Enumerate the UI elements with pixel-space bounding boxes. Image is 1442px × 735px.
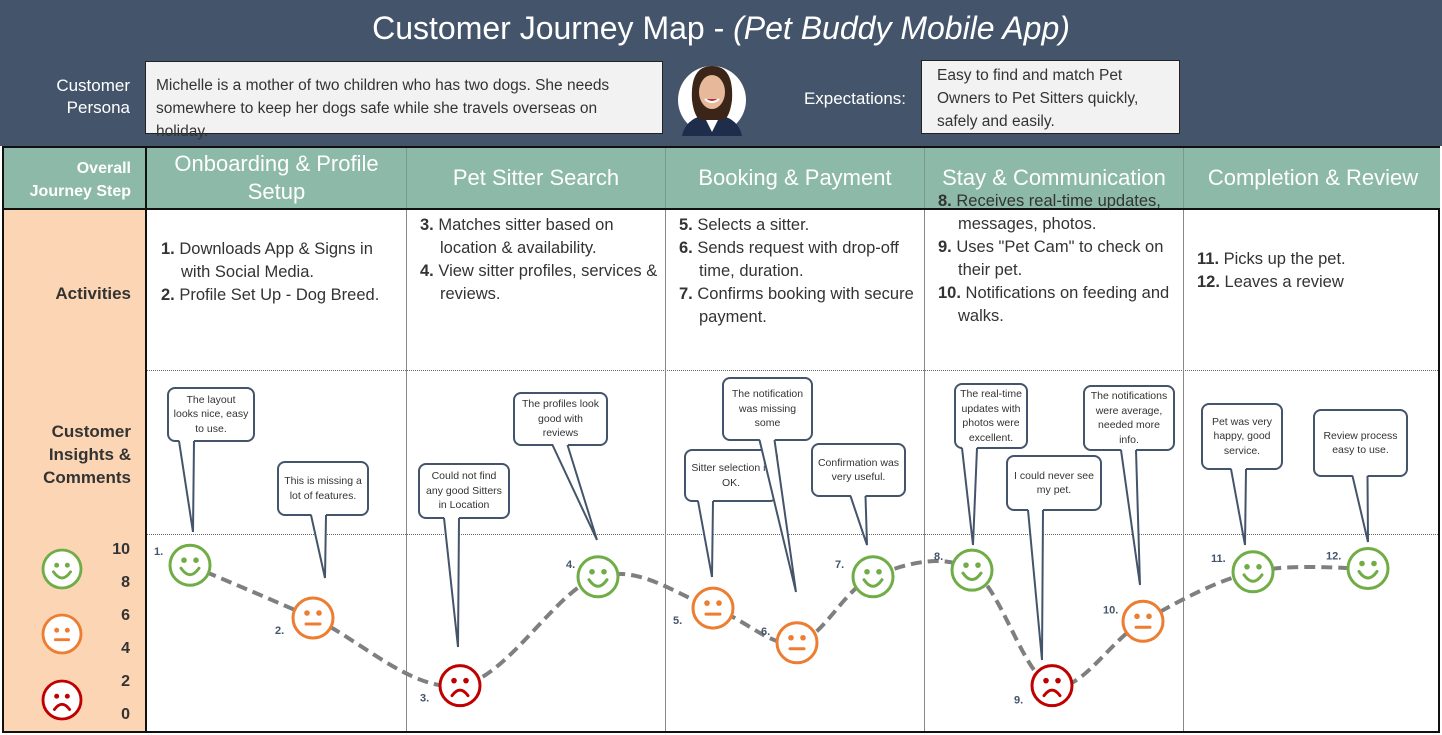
sad-face-legend-icon xyxy=(41,679,83,721)
comment-callout: The profiles look good with reviews xyxy=(513,392,608,446)
happy-face-icon xyxy=(851,555,895,599)
neutral-face-icon xyxy=(691,586,735,630)
step-label-cell: Overall Journey Step xyxy=(4,148,147,210)
point-label: 5. xyxy=(673,615,682,627)
row-divider xyxy=(147,534,1438,535)
title-main: Customer Journey Map - xyxy=(372,10,734,46)
expectations-label: Expectations: xyxy=(803,89,906,108)
comment-callout: The real-time updates with photos were e… xyxy=(954,383,1028,449)
activity-item: 4. View sitter profiles, services & revi… xyxy=(420,262,658,303)
sad-face-icon xyxy=(438,664,482,708)
comment-callout: Review process easy to use. xyxy=(1313,409,1408,477)
activities-5: 11. Picks up the pet. 12. Leaves a review xyxy=(1197,248,1436,294)
callout-tail xyxy=(551,443,598,541)
point-label: 4. xyxy=(566,559,575,571)
comment-callout: The notifications were average, needed m… xyxy=(1083,385,1175,451)
step-5: Completion & Review xyxy=(1183,148,1442,208)
callout-tail xyxy=(758,438,797,593)
point-label: 10. xyxy=(1103,604,1118,616)
scale-tick: 6 xyxy=(121,607,130,624)
persona-avatar xyxy=(678,66,746,136)
scale-tick: 4 xyxy=(121,640,130,657)
callout-tail xyxy=(310,513,327,579)
persona-label: Customer Persona xyxy=(56,76,130,117)
happy-face-icon xyxy=(1346,547,1390,590)
neutral-face-icon xyxy=(775,621,819,665)
activity-item: 8. Receives real-time updates, messages,… xyxy=(938,192,1161,233)
activities-row-label: Activities xyxy=(55,284,131,303)
callout-tail xyxy=(178,439,195,533)
activity-item: 9. Uses "Pet Cam" to check on their pet. xyxy=(938,238,1164,279)
comment-callout: Confirmation was very useful. xyxy=(811,443,906,497)
activity-item: 1. Downloads App & Signs in with Social … xyxy=(161,240,373,281)
point-label: 8. xyxy=(934,551,943,563)
step-3: Booking & Payment xyxy=(665,148,924,208)
left-label-column: Activities Customer Insights & Comments xyxy=(4,210,147,731)
point-label: 6. xyxy=(761,626,770,638)
activity-item: 12. Leaves a review xyxy=(1197,273,1344,291)
scale-tick: 2 xyxy=(121,673,130,690)
activity-item: 10. Notifications on feeding and walks. xyxy=(938,284,1170,325)
callout-tail xyxy=(1120,448,1141,586)
point-label: 12. xyxy=(1326,551,1341,563)
happy-face-icon xyxy=(168,543,212,587)
step-row-label: Overall Journey Step xyxy=(29,160,131,200)
column-divider xyxy=(1183,210,1184,731)
scale-tick: 8 xyxy=(121,574,130,591)
comment-callout: I could never see my pet. xyxy=(1006,455,1102,511)
callout-tail xyxy=(1230,467,1247,546)
activities-3: 5. Selects a sitter. 6. Sends request wit… xyxy=(679,214,918,329)
journey-grid: Overall Journey Step Activities Customer… xyxy=(2,146,1440,733)
activities-1: 1. Downloads App & Signs in with Social … xyxy=(161,238,400,307)
happy-face-icon xyxy=(1231,550,1275,594)
insights-row-label: Customer Insights & Comments xyxy=(43,422,131,487)
column-divider xyxy=(924,210,925,731)
row-divider xyxy=(147,370,1438,371)
persona-text: Michelle is a mother of two children who… xyxy=(145,61,663,140)
activity-item: 3. Matches sitter based on location & av… xyxy=(420,216,614,257)
comment-callout: The layout looks nice, easy to use. xyxy=(167,387,255,442)
neutral-face-icon xyxy=(291,596,335,640)
point-label: 1. xyxy=(154,546,163,558)
callout-tail xyxy=(697,499,714,578)
comment-callout: Sitter selection is OK. xyxy=(684,449,778,502)
activity-item: 2. Profile Set Up - Dog Breed. xyxy=(161,286,380,304)
activity-item: 7. Confirms booking with secure payment. xyxy=(679,285,914,326)
title-app-name: (Pet Buddy Mobile App) xyxy=(733,10,1070,46)
column-divider xyxy=(665,210,666,731)
neutral-face-legend-icon xyxy=(41,613,83,655)
callout-tail xyxy=(1351,474,1369,543)
callout-tail xyxy=(1027,508,1044,661)
step-1: Onboarding & Profile Setup xyxy=(174,151,379,204)
point-label: 3. xyxy=(420,693,429,705)
column-divider xyxy=(406,210,407,731)
expectations-text: Easy to find and match Pet Owners to Pet… xyxy=(921,60,1180,134)
callout-tail xyxy=(849,494,868,546)
point-label: 2. xyxy=(275,625,284,637)
step-2: Pet Sitter Search xyxy=(406,148,665,208)
scale-tick: 10 xyxy=(112,541,130,558)
activities-4: 8. Receives real-time updates, messages,… xyxy=(938,190,1177,328)
scale-tick: 0 xyxy=(121,706,130,723)
happy-face-icon xyxy=(950,548,994,592)
point-label: 9. xyxy=(1014,695,1023,707)
point-label: 7. xyxy=(835,559,844,571)
happy-face-legend-icon xyxy=(41,548,83,590)
callout-tail xyxy=(443,516,460,648)
activity-item: 11. Picks up the pet. xyxy=(1197,250,1346,268)
sad-face-icon xyxy=(1030,664,1074,708)
activity-item: 6. Sends request with drop-off time, dur… xyxy=(679,239,899,280)
activity-item: 5. Selects a sitter. xyxy=(679,216,810,234)
comment-callout: The notification was missing some xyxy=(722,377,813,441)
callout-tail xyxy=(961,446,978,546)
happy-face-icon xyxy=(576,555,620,599)
step-4: Stay & Communication xyxy=(924,148,1183,208)
page-title: Customer Journey Map - (Pet Buddy Mobile… xyxy=(0,10,1442,47)
steps-row: Onboarding & Profile Setup Pet Sitter Sea… xyxy=(147,148,1440,210)
activities-2: 3. Matches sitter based on location & av… xyxy=(420,214,659,306)
neutral-face-icon xyxy=(1121,599,1165,643)
point-label: 11. xyxy=(1211,553,1226,565)
comment-callout: Could not find any good Sitters in Locat… xyxy=(418,463,510,519)
